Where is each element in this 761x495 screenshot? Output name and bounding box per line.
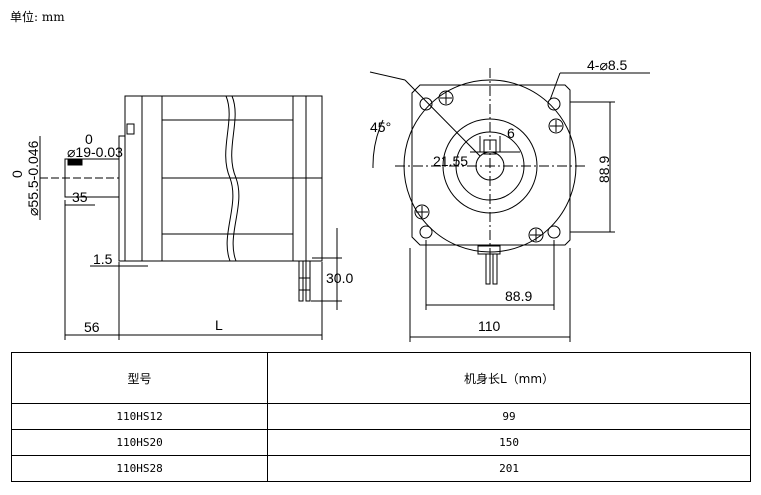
cell-length: 99 (267, 403, 751, 430)
cell-model: 110HS20 (10, 429, 269, 456)
frame-size-label: 110 (478, 318, 501, 334)
pilot-top-tol: 0 (9, 170, 25, 178)
cell-length: 150 (267, 429, 751, 456)
body-length-label: L (215, 317, 223, 333)
spec-table: 型号 机身长L（mm） 110HS12 99 110HS20 150 110HS… (10, 352, 751, 482)
hole-spacing-h-label: 88.9 (505, 288, 532, 304)
motor-drawing: 0 ⌀19-0.03 0 ⌀55.5-0.046 35 1.5 56 L 30.… (9, 57, 650, 342)
pilot-diameter-label: ⌀55.5-0.046 (25, 140, 41, 216)
shaft-length-label: 56 (84, 319, 100, 335)
table-row: 110HS28 201 (10, 455, 751, 482)
lead-length-label: 30.0 (326, 270, 353, 286)
key-depth-label: 21.55 (433, 153, 468, 169)
header-body-length: 机身长L（mm） (267, 352, 751, 404)
flange-thickness-label: 1.5 (93, 251, 113, 267)
key-width-label: 6 (507, 125, 515, 141)
table-row: 110HS20 150 (10, 429, 751, 456)
flange-top-tol: 0 (85, 131, 93, 147)
header-model: 型号 (10, 352, 269, 404)
hole-spacing-v-label: 88.9 (596, 156, 612, 183)
cell-model: 110HS12 (10, 403, 269, 430)
shaft-flat-label: 35 (72, 189, 88, 205)
angle-label: 45° (370, 119, 391, 135)
shaft-diameter-label: ⌀19-0.03 (67, 144, 123, 160)
side-view (39, 95, 342, 340)
front-view (369, 68, 650, 342)
cell-model: 110HS28 (10, 455, 269, 482)
table-header-row: 型号 机身长L（mm） (10, 352, 751, 404)
cell-length: 201 (267, 455, 751, 482)
mount-holes-label: 4-⌀8.5 (587, 57, 628, 73)
table-row: 110HS12 99 (10, 403, 751, 430)
unit-label: 单位: mm (10, 10, 65, 24)
